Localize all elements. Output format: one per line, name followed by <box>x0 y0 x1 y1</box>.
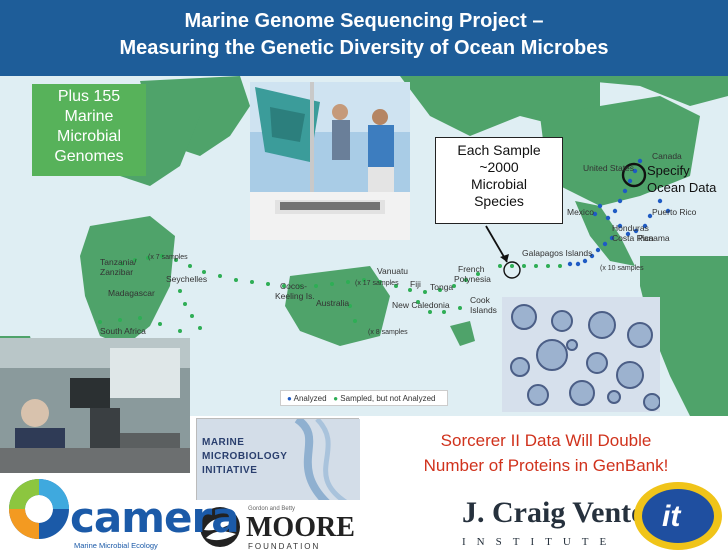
microbe-micrograph <box>502 297 660 412</box>
label-panama: Panama <box>638 233 670 243</box>
label-costa-rica: Costa Rica <box>612 233 654 243</box>
lab-photo <box>0 338 190 473</box>
label-cook-2: Islands <box>470 305 497 315</box>
label-french-2: Polynesia <box>454 274 491 284</box>
label-cocos-1: Cocos- <box>280 281 307 291</box>
label-cocos-2: Keeling Is. <box>275 291 315 301</box>
label-french-1: French <box>458 264 485 274</box>
label-honduras: Honduras <box>612 223 649 233</box>
micrograph-graphic <box>502 297 660 412</box>
label-galapagos: Galapagos Islands <box>522 248 593 258</box>
label-x8-samples: (x 8 samples <box>368 329 408 336</box>
sample-line-2: ~2000 <box>479 159 519 175</box>
sailboat-photo <box>250 82 410 240</box>
label-cook-1: Cook <box>470 295 490 305</box>
genomes-line-2: Marine <box>64 108 114 125</box>
label-seychelles: Seychelles <box>166 274 208 284</box>
slide-title: Marine Genome Sequencing Project – Measu… <box>0 0 728 76</box>
camera-subtitle: Marine Microbial Ecology <box>74 541 158 550</box>
genbank-line-2: Number of Proteins in GenBank! <box>423 456 669 475</box>
specify-callout: Specify Ocean Data <box>647 162 716 196</box>
moore-small-text: Gordon and Betty <box>248 506 296 512</box>
mmi-line-3: INITIATIVE <box>202 465 258 476</box>
camera-wordmark: camera <box>70 493 240 542</box>
specify-line-1: Specify <box>647 163 690 178</box>
title-line-1: Marine Genome Sequencing Project – <box>184 10 544 32</box>
mmi-line-2: MICROBIOLOGY <box>202 451 288 462</box>
genomes-line-4: Genomes <box>54 148 124 165</box>
label-new-caledonia: New Caledonia <box>392 300 450 310</box>
label-puerto-rico: Puerto Rico <box>652 207 697 217</box>
label-united-states: United States <box>583 163 635 173</box>
label-tonga: Tonga <box>430 282 454 292</box>
mmi-logo-graphic <box>197 415 360 506</box>
genbank-note: Sorcerer II Data Will Double Number of P… <box>384 428 708 478</box>
legend-analyzed: Analyzed <box>293 394 327 403</box>
label-fiji: Fiji <box>410 279 421 289</box>
label-tanzania: Tanzania/ <box>100 257 137 267</box>
label-mexico: Mexico <box>567 207 594 217</box>
mmi-line-1: MARINE <box>202 437 245 448</box>
camera-logo-icon <box>9 479 69 539</box>
moore-foundation-logo <box>196 500 362 553</box>
jcvi-name: J. Craig Venter <box>462 496 658 529</box>
legend-sampled: Sampled, but not Analyzed <box>340 394 436 403</box>
genomes-callout: Plus 155 Marine Microbial Genomes <box>32 84 146 176</box>
moore-logo-graphic <box>196 500 362 553</box>
lab-photo-graphic <box>0 338 190 473</box>
it2-wordmark: it <box>662 500 681 533</box>
analyzed-dot-icon: ● <box>287 394 292 403</box>
map-legend: ● Analyzed ● Sampled, but not Analyzed <box>280 390 448 406</box>
label-south-africa: South Africa <box>100 326 146 336</box>
map-graphic <box>0 76 728 416</box>
sampled-dot-icon: ● <box>333 394 339 403</box>
label-zanzibar: Zanzibar <box>100 267 134 277</box>
mmi-title: MARINE MICROBIOLOGY INITIATIVE <box>202 436 287 478</box>
genbank-line-1: Sorcerer II Data Will Double <box>440 431 652 450</box>
title-line-2: Measuring the Genetic Diversity of Ocean… <box>119 37 609 59</box>
label-australia: Australia <box>316 298 350 308</box>
mmi-logo <box>196 415 360 506</box>
jcvi-subtitle: INSTITUTE <box>462 536 618 548</box>
specify-line-2: Ocean Data <box>647 180 717 195</box>
genomes-line-3: Microbial <box>56 128 121 145</box>
label-x7-samples: (x 7 samples <box>148 254 188 261</box>
label-x10-samples: (x 10 samples <box>600 265 644 272</box>
moore-subtitle: FOUNDATION <box>248 542 321 551</box>
it2-logo-icon <box>634 482 722 550</box>
sample-line-1: Each Sample <box>457 142 541 158</box>
label-canada: Canada <box>652 151 682 161</box>
moore-name: MOORE <box>246 512 355 543</box>
label-madagascar: Madagascar <box>108 288 155 298</box>
sample-line-4: Species <box>474 193 524 209</box>
label-x17-samples: (x 17 samples <box>355 280 399 287</box>
sample-callout: Each Sample ~2000 Microbial Species <box>435 137 563 224</box>
genomes-line-1: Plus 155 <box>57 88 121 105</box>
sailboat-photo-graphic <box>250 82 410 240</box>
sample-line-3: Microbial <box>470 176 527 192</box>
label-vanuatu: Vanuatu <box>377 266 409 276</box>
